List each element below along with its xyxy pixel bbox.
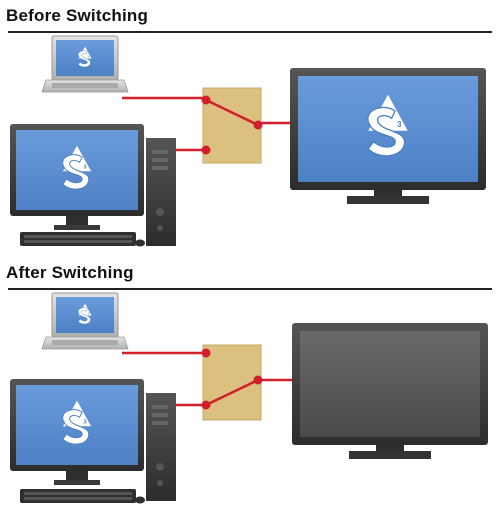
laptop-icon xyxy=(41,292,129,350)
mouse-icon xyxy=(135,496,145,504)
cable-group xyxy=(122,351,292,407)
section-divider xyxy=(8,288,492,290)
tower-pc-icon xyxy=(146,393,176,501)
desktop-monitor-icon xyxy=(10,124,144,230)
section-title-before: Before Switching xyxy=(6,6,149,25)
tower-pc-icon xyxy=(146,138,176,246)
keyboard-icon xyxy=(20,232,136,246)
keyboard-icon xyxy=(20,489,136,503)
switch-box-icon xyxy=(201,344,263,421)
flat-panel-display-icon xyxy=(292,323,488,459)
section-title-after: After Switching xyxy=(6,263,134,282)
section-divider xyxy=(8,31,492,33)
desktop-monitor-icon xyxy=(10,379,144,485)
diagram-before xyxy=(10,35,486,247)
laptop-icon xyxy=(41,35,129,93)
mouse-icon xyxy=(135,239,145,247)
diagram-after xyxy=(10,292,488,504)
switch-box-icon xyxy=(201,87,263,164)
flat-panel-display-icon xyxy=(290,68,486,204)
